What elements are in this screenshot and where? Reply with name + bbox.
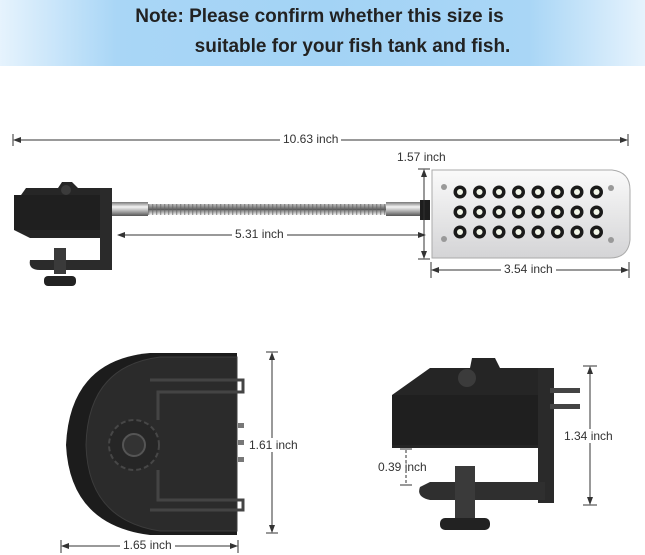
lamp-width-label: 3.54 inch <box>501 262 556 276</box>
clamp-height-label: 1.34 inch <box>561 429 616 443</box>
total-length-label: 10.63 inch <box>280 132 342 146</box>
clamp-top-image <box>14 182 112 286</box>
note-line-2: suitable for your fish tank and fish. <box>194 36 511 57</box>
clamp-front-image <box>392 358 580 530</box>
note-line-1: Note: Please confirm whether this size i… <box>135 6 504 27</box>
note-banner: Note: Please confirm whether this size i… <box>0 0 645 66</box>
lamp-head-image <box>431 169 631 259</box>
led-array <box>453 185 603 239</box>
gooseneck-collar-left <box>112 202 148 216</box>
clamp-side-height-label: 1.61 inch <box>246 438 301 452</box>
gooseneck-length-label: 5.31 inch <box>232 227 287 241</box>
clamp-side-image <box>66 353 245 535</box>
lamp-height-label: 1.57 inch <box>397 150 446 164</box>
gooseneck <box>148 204 388 215</box>
clamp-side-width-label: 1.65 inch <box>120 538 175 552</box>
gooseneck-collar-right <box>386 202 422 216</box>
clamp-opening-label: 0.39 inch <box>378 460 427 474</box>
